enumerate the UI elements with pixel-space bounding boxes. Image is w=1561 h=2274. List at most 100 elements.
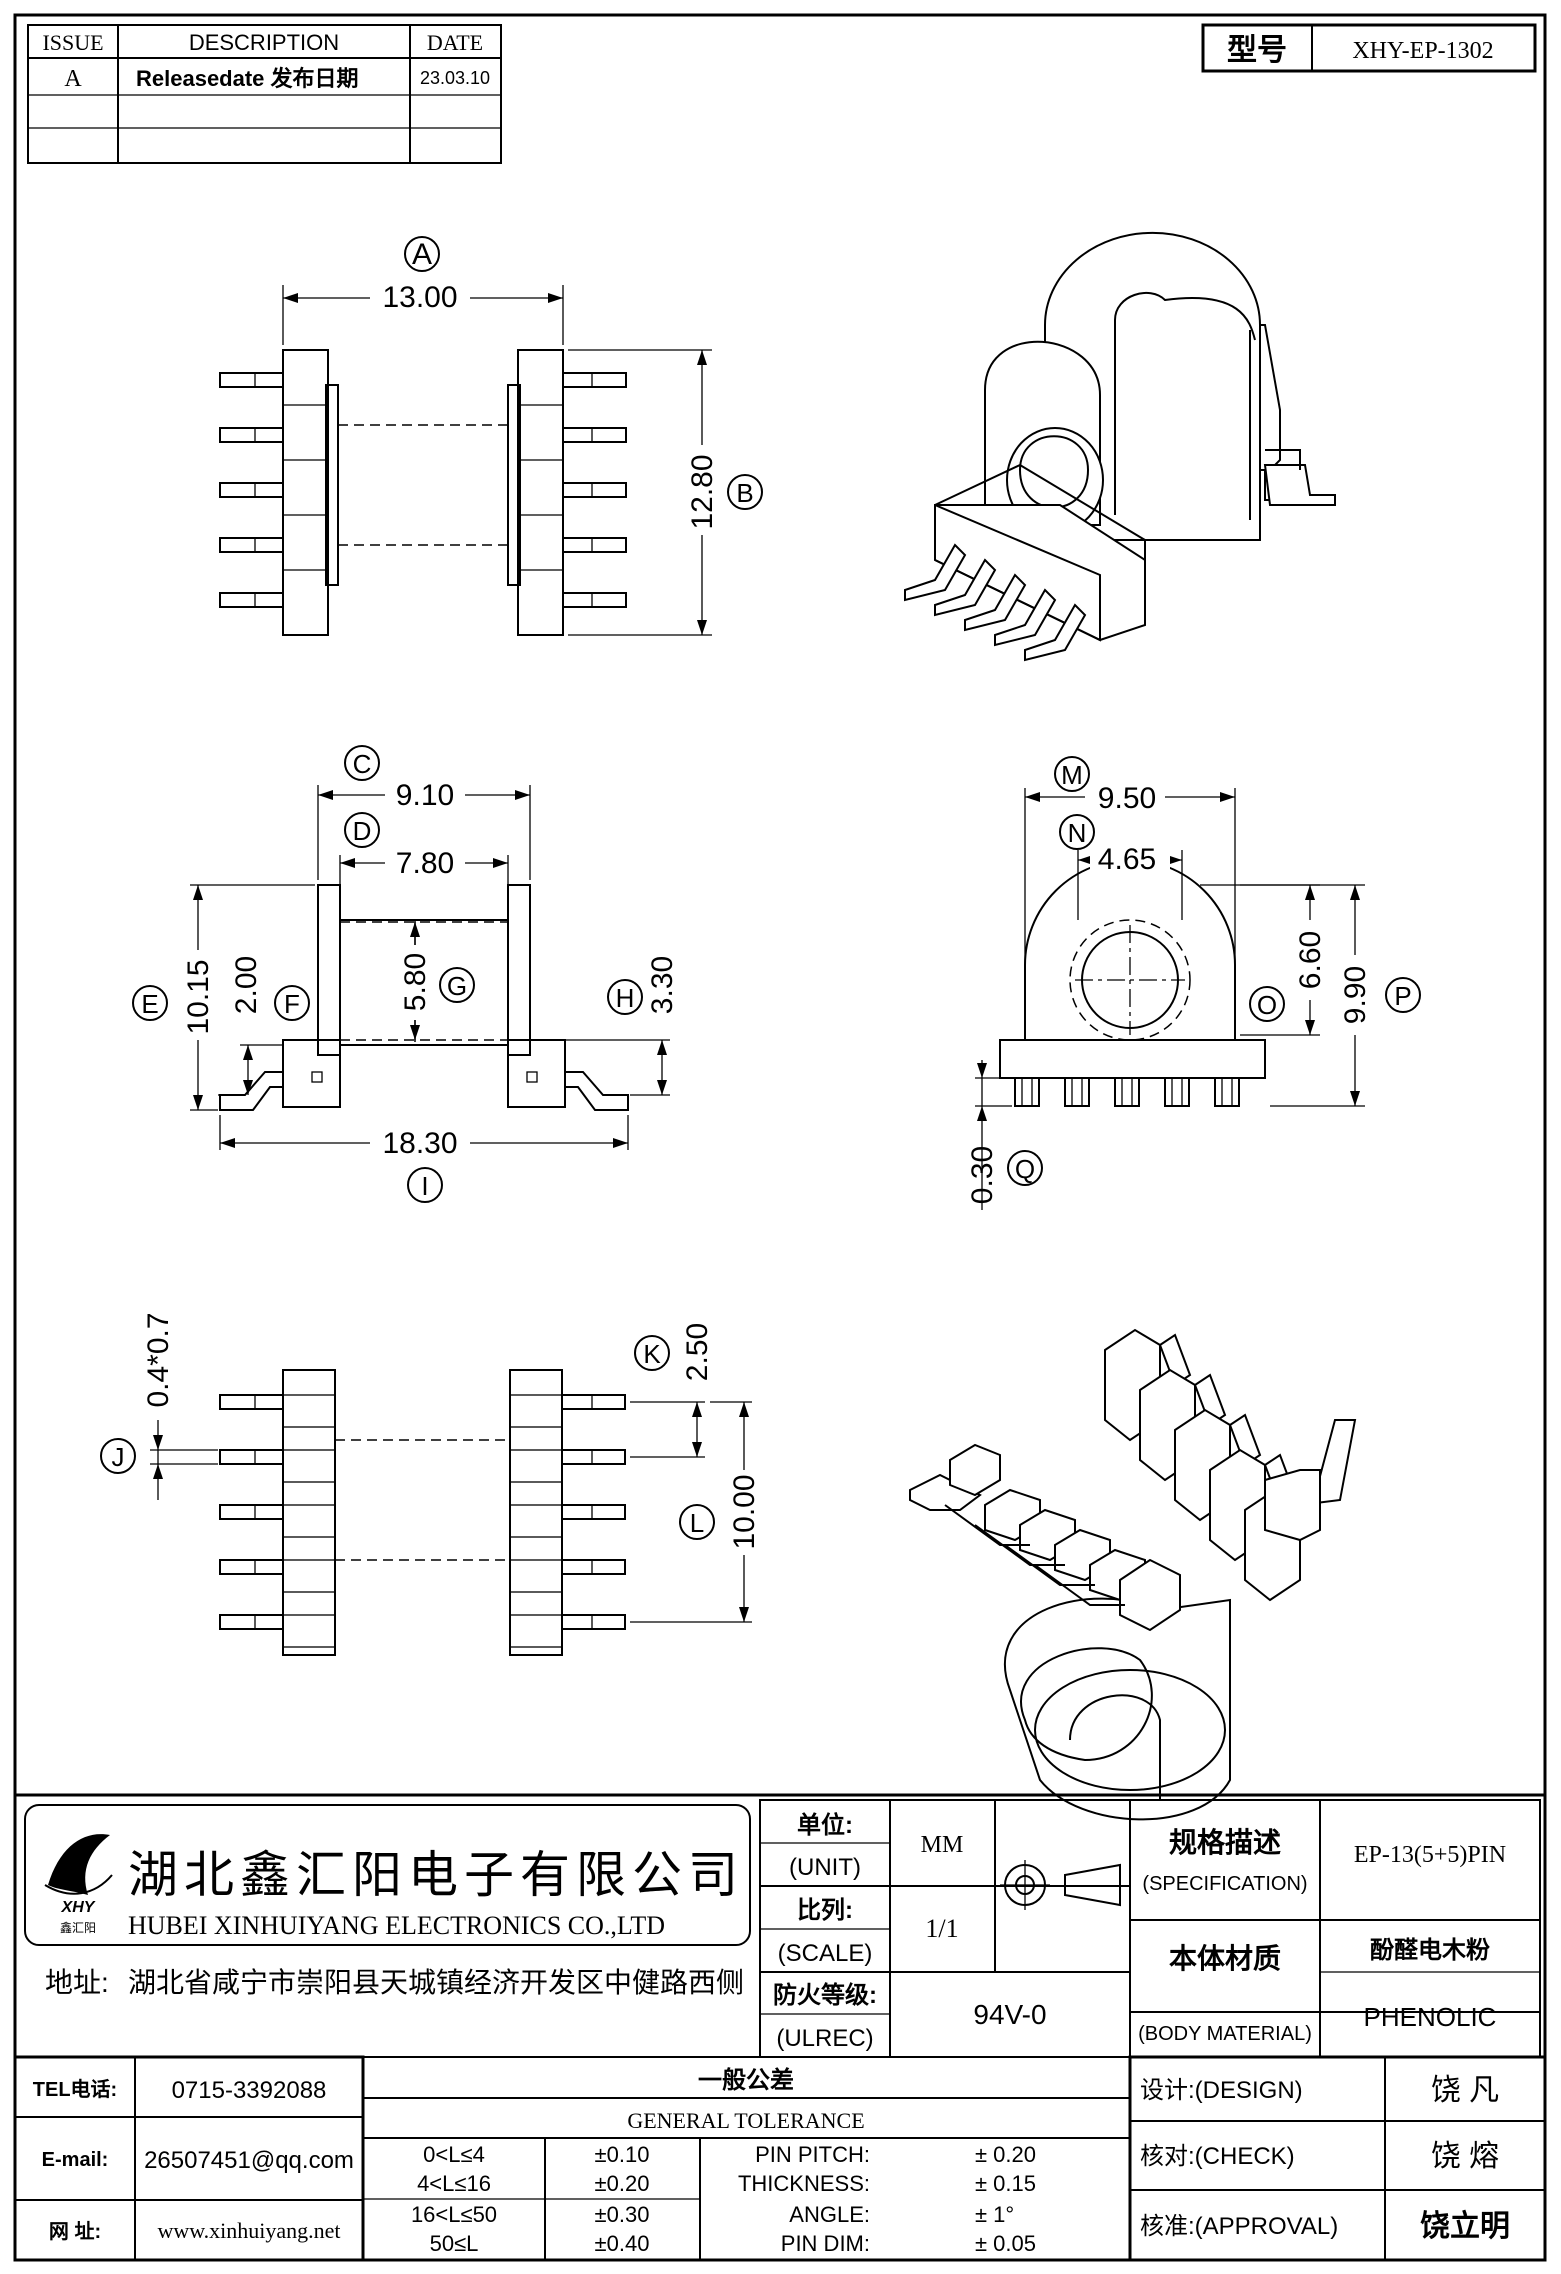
balloon-a-label: A <box>412 238 432 271</box>
dim-m-value: 9.50 <box>1098 782 1156 815</box>
tolerance-range-1: 0<L≤4 <box>423 2142 485 2167</box>
spec-label-cn: 规格描述 <box>1169 1827 1281 1858</box>
tolerance-range-3: 16<L≤50 <box>411 2202 497 2227</box>
balloon-e-label: E <box>141 989 158 1019</box>
fire-rating-label-en: (ULREC) <box>776 2025 873 2052</box>
balloon-n <box>1059 814 1095 850</box>
tolerance-item-label-2: THICKNESS: <box>738 2171 870 2196</box>
tolerance-block: 一般公差 GENERAL TOLERANCE 0<L≤4 4<L≤16 16<L… <box>362 2056 1131 2261</box>
email-value[interactable]: 26507451@qq.com <box>144 2147 354 2174</box>
top-view: 13.00 A 12.80 B <box>219 236 763 636</box>
balloon-c-label: C <box>353 749 372 779</box>
signoff-block: 设计:(DESIGN) 饶 凡 核对:(CHECK) 饶 熔 核准:(APPRO… <box>1128 2055 1547 2262</box>
balloon-f-label: F <box>284 989 300 1019</box>
company-name-cn: 湖北鑫汇阳电子有限公司 <box>128 1847 744 1903</box>
balloon-k-label: K <box>643 1339 661 1369</box>
revision-header-date: DATE <box>427 30 483 55</box>
contact-block: TEL电话: 0715-3392088 E-mail: 26507451@qq.… <box>13 2055 365 2262</box>
tolerance-title-cn: 一般公差 <box>698 2066 794 2094</box>
balloon-h <box>607 979 643 1015</box>
tolerance-value-4: ±0.40 <box>595 2231 650 2256</box>
side-view: 9.10 C 7.80 D 10.15 E 2.00 F 5.80 G <box>132 745 679 1203</box>
balloon-a <box>404 236 440 272</box>
design-name: 饶 凡 <box>1431 2074 1499 2107</box>
dim-l-value: 10.00 <box>728 1474 761 1549</box>
dim-k-value: 2.50 <box>681 1323 714 1381</box>
balloon-b-label: B <box>736 478 753 508</box>
company-block: XHY 鑫汇阳 湖北鑫汇阳电子有限公司 HUBEI XINHUIYANG ELE… <box>24 1804 751 1998</box>
revision-row-issue: A <box>64 66 82 92</box>
bottom-view: 0.4*0.7 J 2.50 K 10.00 L <box>100 1312 761 1656</box>
body-material-label-en: (BODY MATERIAL) <box>1138 2023 1312 2045</box>
unit-label-cn: 单位: <box>797 1811 853 1839</box>
isometric-view-bottom <box>909 1328 1357 1821</box>
dim-n-value: 4.65 <box>1098 843 1156 876</box>
approval-name: 饶立明 <box>1420 2209 1510 2243</box>
revision-header-description: DESCRIPTION <box>189 30 339 55</box>
scale-value: 1/1 <box>925 1914 958 1943</box>
revision-table: ISSUE DESCRIPTION DATE A Releasedate 发布日… <box>27 24 502 164</box>
balloon-p <box>1385 977 1421 1013</box>
balloon-c <box>344 745 380 781</box>
model-number: XHY-EP-1302 <box>1352 38 1493 64</box>
balloon-n-label: N <box>1068 818 1087 848</box>
web-value[interactable]: www.xinhuiyang.net <box>157 2218 340 2243</box>
tolerance-item-value-4: ± 0.05 <box>975 2231 1036 2256</box>
dim-o-value: 6.60 <box>1294 931 1327 989</box>
dim-e-value: 10.15 <box>182 959 215 1034</box>
tolerance-value-2: ±0.20 <box>595 2171 650 2196</box>
web-label: 网 址: <box>49 2220 101 2243</box>
balloon-m-label: M <box>1061 760 1083 790</box>
body-material-value-cn: 酚醛电木粉 <box>1370 1937 1490 1964</box>
spec-value: EP-13(5+5)PIN <box>1354 1842 1506 1868</box>
scale-label-cn: 比列: <box>797 1897 853 1924</box>
balloon-e <box>132 985 168 1021</box>
projection-symbol-icon <box>1000 1860 1121 1910</box>
design-label: 设计:(DESIGN) <box>1140 2077 1303 2104</box>
tolerance-item-label-3: ANGLE: <box>789 2202 870 2227</box>
tolerance-item-value-1: ± 0.20 <box>975 2142 1036 2167</box>
balloon-g-label: G <box>447 971 467 1001</box>
dim-f-value: 2.00 <box>230 956 263 1014</box>
revision-row-date: 23.03.10 <box>420 68 490 88</box>
fire-rating-label-cn: 防火等级: <box>773 1981 877 2009</box>
tolerance-range-4: 50≤L <box>430 2231 479 2256</box>
dim-j-value: 0.4*0.7 <box>142 1312 175 1407</box>
tel-label: TEL电话: <box>33 2078 117 2101</box>
balloon-j <box>100 1438 136 1474</box>
address-label: 地址: <box>45 1967 109 1998</box>
body-material-label-cn: 本体材质 <box>1169 1943 1281 1974</box>
company-logo-subtext: 鑫汇阳 <box>60 1920 96 1935</box>
balloon-l <box>679 1504 715 1540</box>
balloon-g <box>439 967 475 1003</box>
check-label: 核对:(CHECK) <box>1140 2143 1295 2170</box>
address-text: 湖北省咸宁市崇阳县天城镇经济开发区中健路西侧 <box>128 1967 744 1998</box>
balloon-d <box>344 812 380 848</box>
check-name: 饶 熔 <box>1431 2140 1499 2173</box>
tolerance-value-1: ±0.10 <box>595 2142 650 2167</box>
balloon-m <box>1054 756 1090 792</box>
balloon-i <box>407 1167 443 1203</box>
balloon-p-label: P <box>1394 981 1411 1011</box>
balloon-o <box>1249 986 1285 1022</box>
tolerance-item-label-1: PIN PITCH: <box>755 2142 870 2167</box>
unit-label-en: (UNIT) <box>789 1854 861 1881</box>
company-logo-text: XHY <box>61 1899 96 1916</box>
balloon-q-label: Q <box>1015 1154 1035 1184</box>
dim-c-value: 9.10 <box>396 779 454 812</box>
tolerance-value-3: ±0.30 <box>595 2202 650 2227</box>
tolerance-item-label-4: PIN DIM: <box>781 2231 870 2256</box>
balloon-f <box>274 985 310 1021</box>
body-material-value-en: PHENOLIC <box>1364 2002 1497 2032</box>
revision-row-description: Releasedate 发布日期 <box>136 66 359 91</box>
balloon-j-label: J <box>112 1442 125 1472</box>
dim-h-value: 3.30 <box>646 956 679 1014</box>
unit-value: MM <box>921 1832 964 1858</box>
approval-label: 核准:(APPROVAL) <box>1140 2213 1338 2240</box>
tolerance-range-2: 4<L≤16 <box>417 2171 491 2196</box>
dim-b-value: 12.80 <box>686 454 719 529</box>
tel-value: 0715-3392088 <box>172 2077 327 2104</box>
fire-rating-value: 94V-0 <box>973 1999 1046 2030</box>
model-label: 型号 <box>1227 34 1287 67</box>
